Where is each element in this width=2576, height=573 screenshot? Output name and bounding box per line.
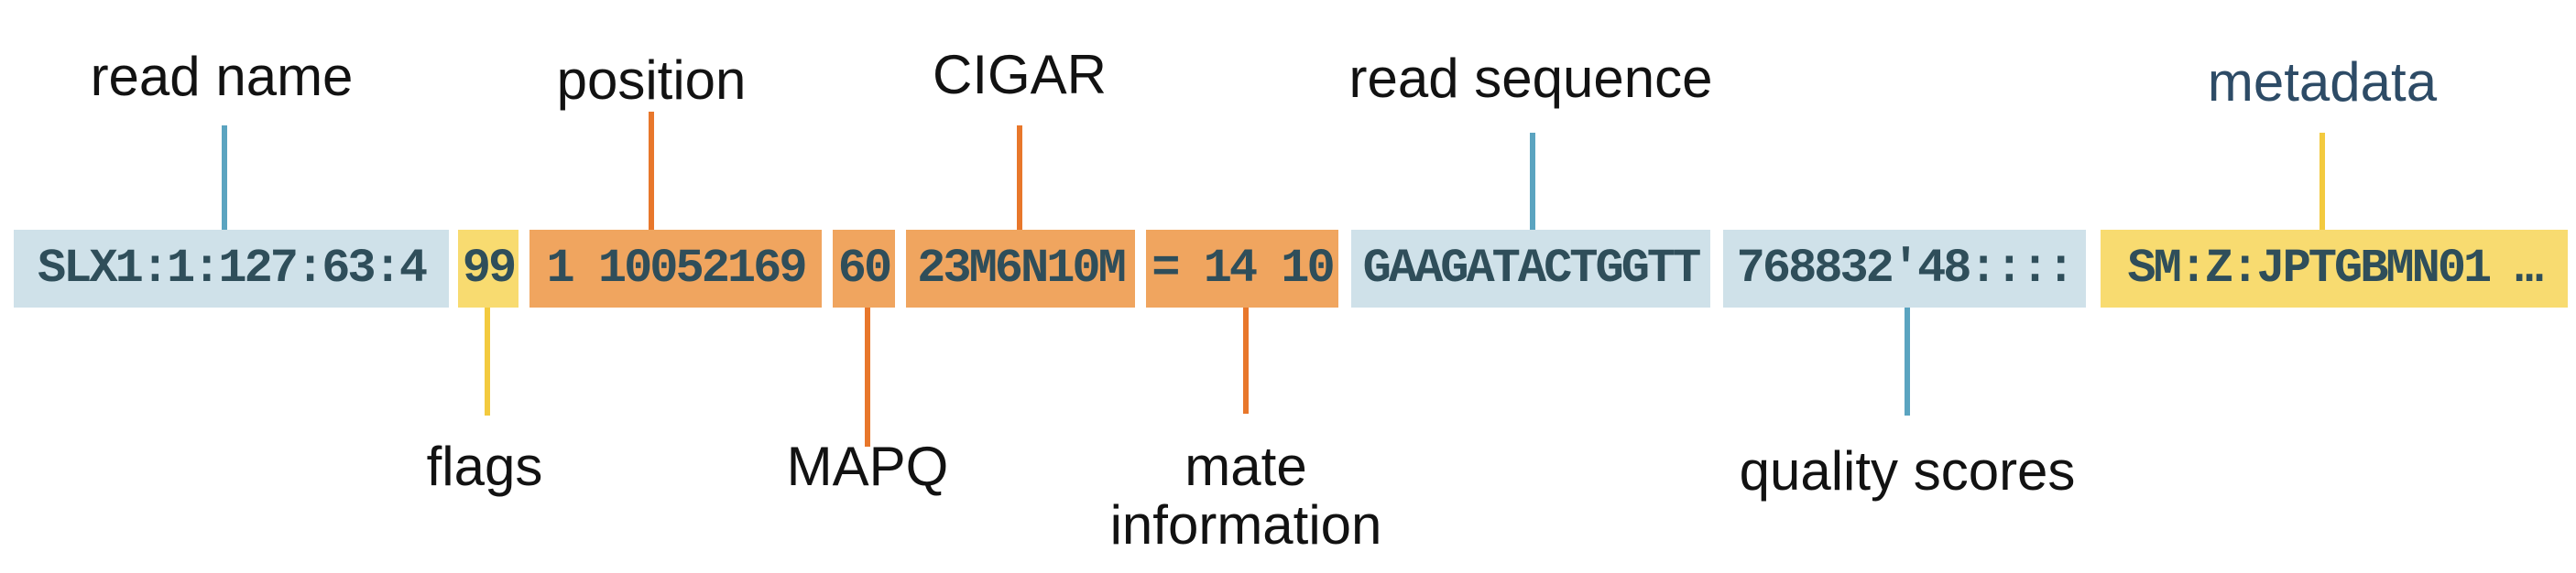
- label-metadata: metadata: [2207, 51, 2438, 113]
- label-flags: flags: [426, 436, 543, 497]
- connector-cigar: [1017, 125, 1022, 234]
- field-read-sequence: GAAGATACTGGTT: [1351, 230, 1710, 308]
- label-mapq: MAPQ: [786, 436, 949, 497]
- connector-quality-scores: [1905, 308, 1910, 416]
- label-read-name: read name: [90, 46, 354, 107]
- field-mapq: 60: [833, 230, 895, 308]
- field-cigar: 23M6N10M: [906, 230, 1135, 308]
- label-cigar: CIGAR: [932, 44, 1108, 105]
- label-read-sequence: read sequence: [1348, 48, 1713, 109]
- connector-mate-information: [1243, 308, 1249, 414]
- connector-mapq: [865, 308, 870, 447]
- label-mate-information: mate information: [1109, 436, 1382, 556]
- connector-position: [649, 112, 654, 281]
- field-position: 1 10052169: [529, 230, 822, 308]
- connector-read-name: [222, 125, 227, 232]
- connector-metadata: [2319, 133, 2325, 232]
- label-position: position: [556, 49, 747, 111]
- connector-flags: [485, 308, 490, 416]
- field-read-name: SLX1:1:127:63:4: [14, 230, 449, 308]
- label-quality-scores: quality scores: [1739, 440, 2076, 502]
- field-metadata: SM:Z:JPTGBMN01 …: [2101, 230, 2568, 308]
- field-flags: 99: [458, 230, 518, 308]
- field-mate-information: = 14 10: [1146, 230, 1338, 308]
- field-quality-scores: 768832'48::::: [1723, 230, 2086, 308]
- connector-read-sequence: [1530, 133, 1535, 232]
